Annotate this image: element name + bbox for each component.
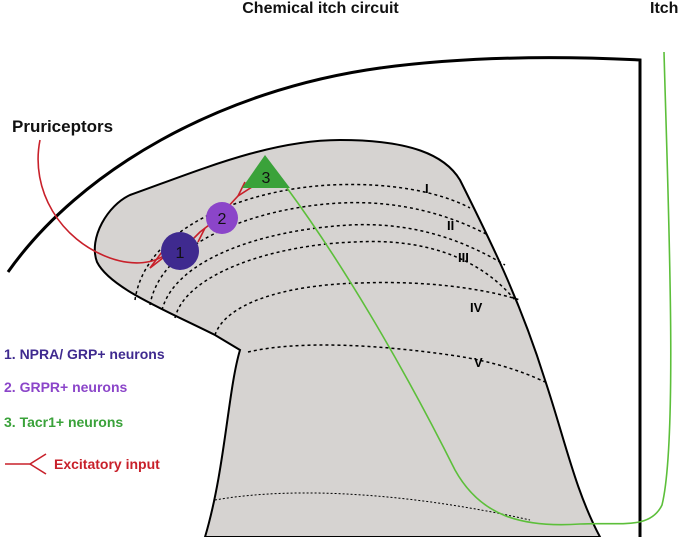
legend-item-neuron-2: 2. GRPR+ neurons xyxy=(4,379,128,395)
excitatory-input-symbol xyxy=(5,453,47,475)
diagram-title: Chemical itch circuit xyxy=(242,0,399,17)
lamina-label-5: V xyxy=(474,355,483,370)
neuron-3-tacr1: 3 xyxy=(242,155,290,188)
neuron-2-grpr: 2 xyxy=(206,202,238,234)
lamina-label-3: III xyxy=(458,250,469,265)
lamina-label-2: II xyxy=(447,218,454,233)
svg-text:3: 3 xyxy=(262,170,271,187)
svg-text:1: 1 xyxy=(176,245,185,262)
neuron-1-npra-grp: 1 xyxy=(161,232,199,270)
pruriceptors-label: Pruriceptors xyxy=(12,117,114,136)
legend-item-neuron-3: 3. Tacr1+ neurons xyxy=(4,414,123,430)
lamina-boundaries xyxy=(134,183,546,521)
lamina-label-1: I xyxy=(425,181,429,196)
dorsal-horn-grey-matter xyxy=(93,138,602,537)
spinal-cord-outline xyxy=(6,56,642,537)
lamina-label-4: IV xyxy=(470,300,483,315)
legend-item-excitatory: Excitatory input xyxy=(54,456,160,472)
itch-projection-fiber xyxy=(286,51,672,526)
legend-item-neuron-1: 1. NPRA/ GRP+ neurons xyxy=(4,346,165,362)
svg-text:2: 2 xyxy=(218,211,227,228)
itch-output-label: Itch xyxy=(650,0,679,17)
